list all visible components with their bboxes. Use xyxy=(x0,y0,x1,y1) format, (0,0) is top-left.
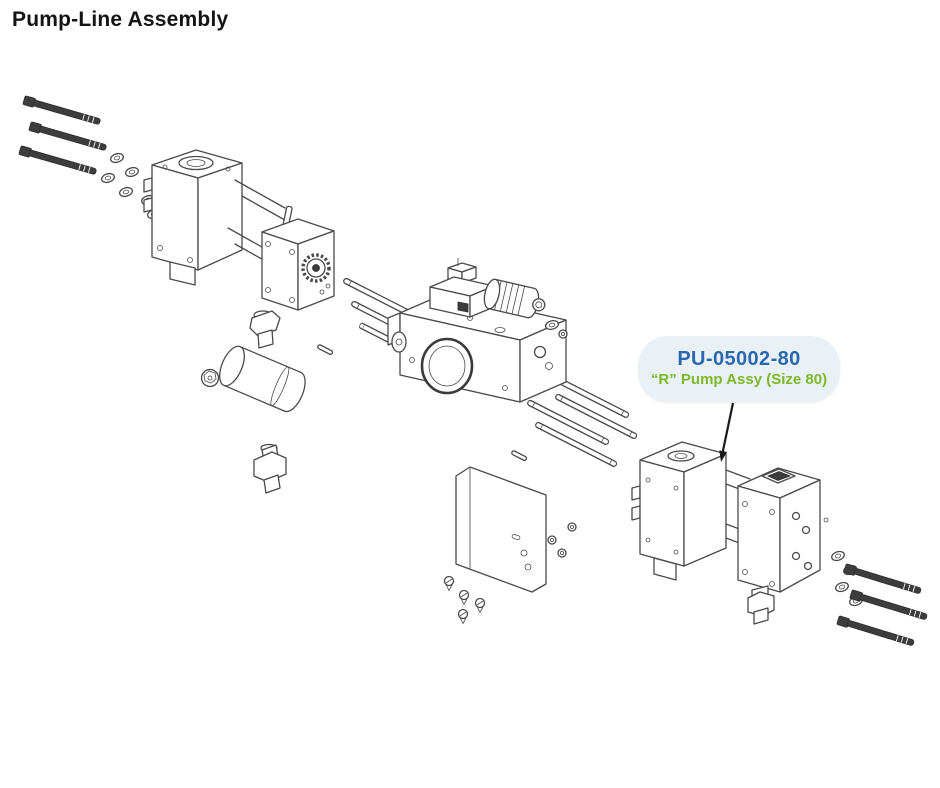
bracket-screws xyxy=(443,575,486,625)
part-callout[interactable]: PU-05002-80 “R” Pump Assy (Size 80) xyxy=(638,336,840,402)
callout-arrow xyxy=(719,402,735,462)
mounting-bolts-lower-right xyxy=(836,563,929,648)
elbow-fitting-lower xyxy=(253,443,287,494)
solenoid-coil xyxy=(483,278,546,319)
mounting-bolts-upper-left xyxy=(18,95,108,177)
elbow-fitting-upper xyxy=(249,310,281,349)
left-pump-assembly xyxy=(143,149,335,494)
solenoid-valve xyxy=(429,258,568,339)
page-title: Pump-Line Assembly xyxy=(12,8,229,31)
right-pump-assembly xyxy=(631,441,829,625)
right-pump-end-block xyxy=(737,467,829,593)
drain-fitting xyxy=(747,585,775,625)
left-gear-cover xyxy=(261,205,335,311)
center-manifold-assembly xyxy=(316,258,639,625)
mounting-bracket-plate xyxy=(455,449,547,593)
left-pump-housing xyxy=(143,149,243,286)
hex-nuts xyxy=(547,522,577,558)
plug xyxy=(200,368,220,388)
callout-description: “R” Pump Assy (Size 80) xyxy=(650,371,828,389)
right-pump-housing xyxy=(631,441,727,581)
callout-part-number: PU-05002-80 xyxy=(677,348,801,371)
filter-cylinder xyxy=(219,345,306,413)
